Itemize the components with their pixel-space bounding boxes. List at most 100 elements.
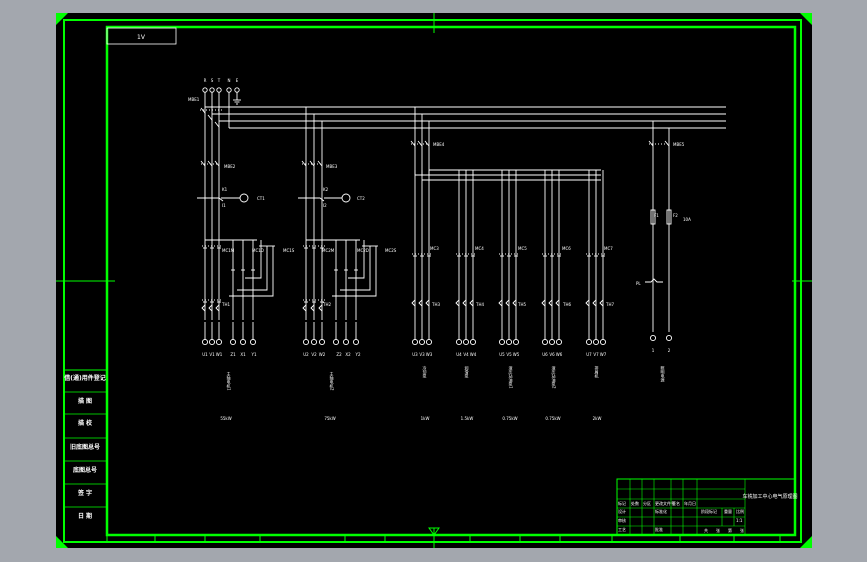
tb-cell: 共: [704, 527, 708, 533]
branch-terminal: [462, 338, 470, 346]
thermal-element: [215, 304, 220, 312]
tb-cell: 阶段标记: [701, 508, 717, 514]
terminal-label: Z1: [230, 352, 236, 357]
motor2-contactor-s: MC2S: [385, 248, 397, 253]
thermal-element: [310, 304, 315, 312]
control-fuse2: F2: [673, 213, 678, 218]
ct-lead: [197, 197, 224, 202]
tb-cell: 标准化: [655, 508, 667, 514]
supply-label-s: S: [211, 78, 214, 83]
terminal-label: W7: [600, 352, 607, 357]
thermal-element: [318, 304, 323, 312]
tb-cell: 比例: [736, 508, 744, 514]
control-lamp: PL: [636, 281, 641, 286]
branch-terminal: [425, 338, 433, 346]
drawing-sheet: [56, 13, 812, 548]
tb-cell: 审核: [618, 517, 626, 523]
aux3-contactor: MC5: [518, 246, 527, 251]
terminal-label: W5: [513, 352, 520, 357]
motor2-thermal: TH2: [322, 302, 331, 307]
thermal-element: [455, 299, 460, 307]
motor2-breaker-label: MBE3: [326, 164, 338, 169]
branch-terminal: [498, 338, 506, 346]
delta-link: [332, 246, 377, 297]
sheet-tag-box: [106, 27, 177, 45]
power-aux5: 2kW: [593, 416, 602, 421]
terminal-label: V5: [506, 352, 512, 357]
branch-terminal: [469, 338, 477, 346]
control-terminal: [665, 334, 673, 342]
drawing-title: 车铣加工中心电气原理图: [742, 493, 797, 500]
motor1-contactor-d: MC1D: [252, 248, 264, 253]
side-row-1: 描 图: [78, 397, 92, 405]
breaker-contact: [200, 160, 206, 167]
terminal-label: Y2: [355, 352, 361, 357]
wiring: [197, 87, 726, 346]
branch-terminal: [411, 338, 419, 346]
power-ratings: 55kW 75kW 1kW 1.5kW 0.75kW 0.75kW 2kW: [220, 416, 601, 421]
breaker-contact: [424, 140, 430, 147]
terminal-label: U4: [456, 352, 462, 357]
terminal-label: W1: [216, 352, 223, 357]
thermal-element: [541, 299, 546, 307]
fuse: [650, 209, 656, 225]
terminal-label: X1: [240, 352, 246, 357]
motor1-ct-name: CT1: [257, 196, 265, 201]
control-terminal: [649, 334, 657, 342]
terminal-label: Y1: [251, 352, 257, 357]
side-row-0: 借(通)用件登记: [63, 374, 106, 382]
thermal-element: [585, 299, 590, 307]
sheet-tag: 1V: [137, 34, 146, 41]
breaker-contact: [648, 140, 654, 147]
motor1-breaker2-label: MBE2: [224, 164, 236, 169]
breaker-contact: [317, 160, 323, 167]
lamp-symbol: [645, 278, 663, 283]
ct-lead: [298, 197, 325, 202]
branch-terminal: [541, 338, 549, 346]
breaker-contact: [664, 140, 670, 147]
tb-cell: 第: [728, 527, 732, 533]
delta-link: [340, 246, 371, 291]
title-block: 车铣加工中心电气原理图 标记 处数 分区 更改文件号 签名 年月日 设计 标准化…: [616, 478, 798, 536]
terminal-label: V1: [209, 352, 215, 357]
terminal-label: U6: [542, 352, 548, 357]
corner-markers: [56, 13, 812, 548]
branch-terminal: [418, 338, 426, 346]
power-aux1: 1kW: [421, 416, 430, 421]
fuse: [666, 209, 672, 225]
terminal-label: X2: [345, 352, 351, 357]
terminal-label: V6: [549, 352, 555, 357]
tb-cell: 更改文件号: [655, 500, 675, 506]
branch-terminal: [592, 338, 600, 346]
side-row-5: 签 字: [77, 489, 92, 497]
tb-cell: 重量: [724, 508, 732, 514]
thermal-element: [555, 299, 560, 307]
thermal-element: [469, 299, 474, 307]
aux2-thermal: TH4: [475, 302, 484, 307]
motor1-breaker-label: MBE1: [188, 97, 200, 102]
motor1-ct-i-label: I1: [222, 203, 226, 208]
power-aux2: 1.5kW: [461, 416, 474, 421]
thermal-element: [512, 299, 517, 307]
control-breaker-label: MBE5: [673, 142, 685, 147]
terminal-label: U5: [499, 352, 505, 357]
terminal-label: W6: [556, 352, 563, 357]
motor2-contactor-m: MC2M: [322, 248, 335, 253]
terminal-label: W3: [426, 352, 433, 357]
control-fuse-rating: 10A: [683, 217, 691, 222]
delta-link: [245, 240, 262, 279]
thermal-element: [201, 304, 206, 312]
center-marks: [56, 13, 812, 548]
delta-link: [237, 246, 268, 291]
supply-terminals: R S T N E: [204, 78, 239, 83]
side-row-3: 旧底图总号: [70, 443, 100, 451]
thermal-element: [302, 304, 307, 312]
load-captions: 主轴电机1 主轴电机2 冷却泵 润滑泵 液压站油泵1 液压站油泵2 排屑机 照明…: [227, 365, 666, 391]
supply-label-r: R: [204, 78, 207, 83]
branch-terminal: [585, 338, 593, 346]
terminal-label: W4: [470, 352, 477, 357]
aux1-contactor: MC3: [430, 246, 439, 251]
power-aux4: 0.75kW: [545, 416, 560, 421]
division-ticks: [154, 535, 781, 542]
